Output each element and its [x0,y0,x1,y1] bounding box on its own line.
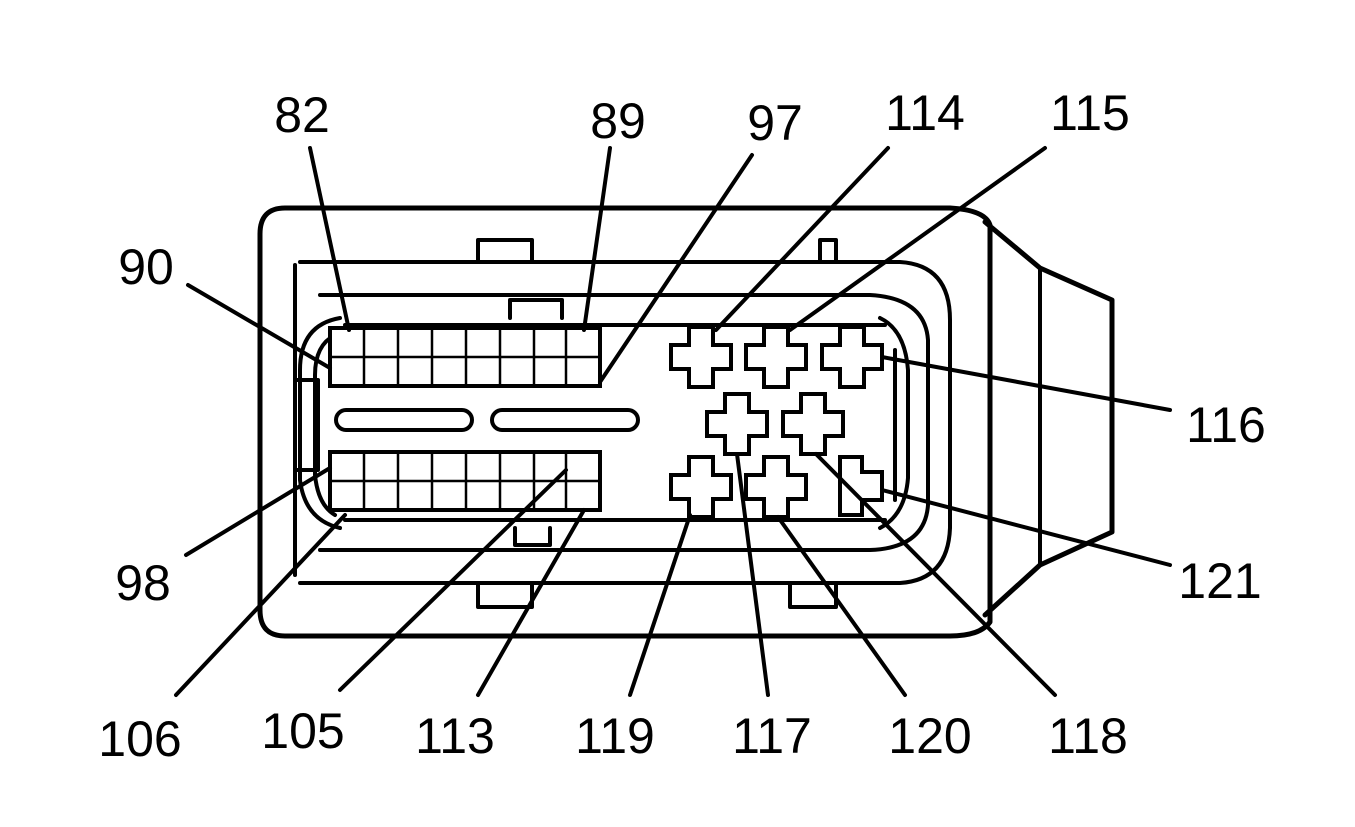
large-cavity-118 [781,392,845,456]
large-cavity-120 [744,455,808,519]
leader-lines [174,146,1172,697]
pin-label-121: 121 [1178,553,1261,609]
pin-label-82: 82 [274,87,330,143]
connector-housing [257,205,1115,639]
pin-label-97: 97 [747,95,803,151]
center-slots [334,408,640,432]
large-cavity-115 [744,325,808,389]
pin-label-120: 120 [888,708,971,764]
large-cavity-114 [669,325,733,389]
pin-labels: 82 89 97 114 115 90 116 98 121 106 105 1… [98,85,1266,767]
pin-label-113: 113 [415,708,495,764]
pin-label-116: 116 [1186,397,1266,453]
large-cavity-121 [838,455,884,517]
pin-label-114: 114 [885,85,965,141]
lower-pin-block [328,450,602,512]
large-cavity-116 [820,325,884,389]
pin-label-90: 90 [118,239,174,295]
pin-label-98: 98 [115,555,171,611]
large-cavity-117 [705,392,769,456]
pin-label-105: 105 [261,703,344,759]
pin-label-117: 117 [732,708,812,764]
large-cavity-119 [669,455,733,519]
upper-pin-block [328,326,602,388]
pin-label-89: 89 [590,93,646,149]
pin-label-106: 106 [98,711,181,767]
pin-label-118: 118 [1048,708,1128,764]
pin-label-119: 119 [575,708,655,764]
pin-label-115: 115 [1050,85,1130,141]
